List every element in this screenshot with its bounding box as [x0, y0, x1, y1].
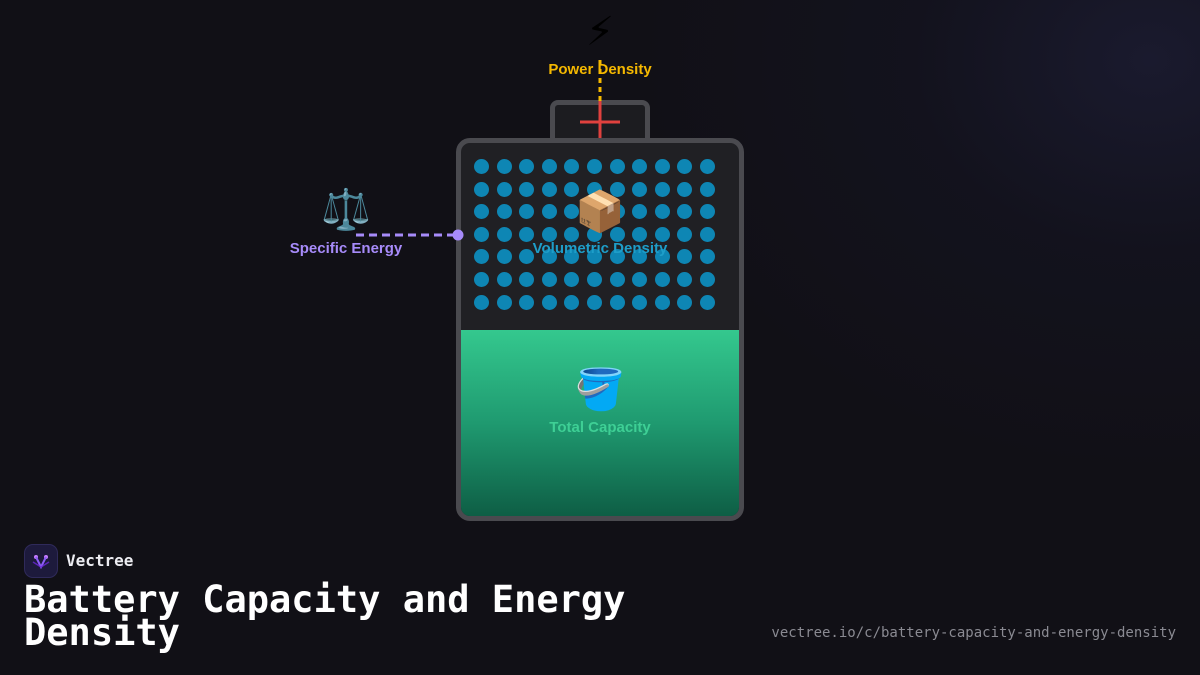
particle-dot	[654, 249, 670, 265]
particle-dot	[496, 249, 512, 265]
particle-dot	[677, 249, 693, 265]
particle-dot	[700, 159, 715, 174]
particle-dot	[541, 159, 557, 174]
particle-dot	[677, 272, 693, 287]
particle-dot	[609, 294, 625, 310]
particle-dot	[587, 159, 602, 174]
particle-dot	[632, 249, 648, 265]
brand-logo-icon	[24, 544, 58, 578]
particle-dot	[587, 272, 602, 287]
particle-dot	[519, 181, 535, 197]
particle-dot	[519, 249, 535, 265]
volumetric-particle-grid	[474, 159, 724, 311]
particle-dot	[609, 272, 625, 287]
power-density-label: Power Density	[548, 61, 652, 78]
particle-dot	[654, 159, 670, 174]
particle-dot	[474, 272, 489, 287]
particle-dot	[700, 294, 715, 310]
particle-dot	[541, 181, 557, 197]
particle-dot	[677, 159, 693, 174]
particle-dot	[474, 159, 489, 174]
particle-dot	[609, 181, 625, 197]
page-title: Battery Capacity and Energy Density	[24, 578, 626, 654]
particle-dot	[654, 204, 670, 220]
particle-dot	[564, 272, 580, 287]
particle-dot	[564, 249, 580, 265]
particle-dot	[587, 181, 602, 197]
particle-dot	[587, 204, 602, 220]
particle-dot	[474, 249, 489, 265]
total-capacity-label: Total Capacity	[549, 419, 651, 436]
particle-dot	[541, 226, 557, 242]
particle-dot	[496, 226, 512, 242]
particle-dot	[654, 294, 670, 310]
particle-dot	[519, 272, 535, 287]
particle-dot	[632, 181, 648, 197]
particle-dot	[541, 294, 557, 310]
package-icon: 📦	[575, 189, 625, 235]
particle-dot	[496, 181, 512, 197]
particle-dot	[609, 159, 625, 174]
brand-name: Vectree	[66, 551, 134, 570]
particle-dot	[700, 272, 715, 287]
particle-dot	[700, 204, 715, 220]
particle-dot	[632, 226, 648, 242]
specific-energy-label: Specific Energy	[289, 240, 403, 257]
particle-dot	[519, 204, 535, 220]
particle-dot	[474, 226, 489, 242]
particle-dot	[564, 204, 580, 220]
particle-dot	[564, 226, 580, 242]
particle-dot	[474, 181, 489, 197]
particle-dot	[654, 226, 670, 242]
particle-dot	[700, 249, 715, 265]
particle-dot	[496, 294, 512, 310]
particle-dot	[564, 181, 580, 197]
particle-dot	[541, 204, 557, 220]
particle-dot	[474, 294, 489, 310]
particle-dot	[632, 272, 648, 287]
vectree-mark-icon	[32, 555, 50, 570]
lightning-icon: ⚡	[585, 9, 615, 55]
particle-dot	[496, 272, 512, 287]
capacity-fill	[461, 330, 739, 516]
particle-dot	[609, 226, 625, 242]
particle-dot	[677, 204, 693, 220]
particle-dot	[609, 204, 625, 220]
particle-dot	[632, 204, 648, 220]
particle-dot	[519, 159, 535, 174]
particle-dot	[519, 294, 535, 310]
particle-dot	[700, 226, 715, 242]
particle-dot	[654, 181, 670, 197]
volumetric-density-label: Volumetric Density	[532, 240, 668, 257]
particle-dot	[677, 294, 693, 310]
particle-dot	[587, 294, 602, 310]
particle-dot	[609, 249, 625, 265]
particle-dot	[587, 249, 602, 265]
particle-dot	[496, 159, 512, 174]
particle-dot	[632, 159, 648, 174]
particle-dot	[654, 272, 670, 287]
particle-dot	[541, 249, 557, 265]
particle-dot	[677, 226, 693, 242]
particle-dot	[564, 159, 580, 174]
page-url[interactable]: vectree.io/c/battery-capacity-and-energy…	[771, 625, 1176, 641]
particle-dot	[564, 294, 580, 310]
particle-dot	[587, 226, 602, 242]
particle-dot	[496, 204, 512, 220]
particle-dot	[474, 204, 489, 220]
particle-dot	[700, 181, 715, 197]
scales-icon: ⚖️	[321, 187, 371, 233]
particle-dot	[519, 226, 535, 242]
particle-dot	[632, 294, 648, 310]
battery-body	[456, 138, 744, 521]
particle-dot	[541, 272, 557, 287]
bucket-icon: 🪣	[575, 367, 625, 413]
particle-dot	[677, 181, 693, 197]
